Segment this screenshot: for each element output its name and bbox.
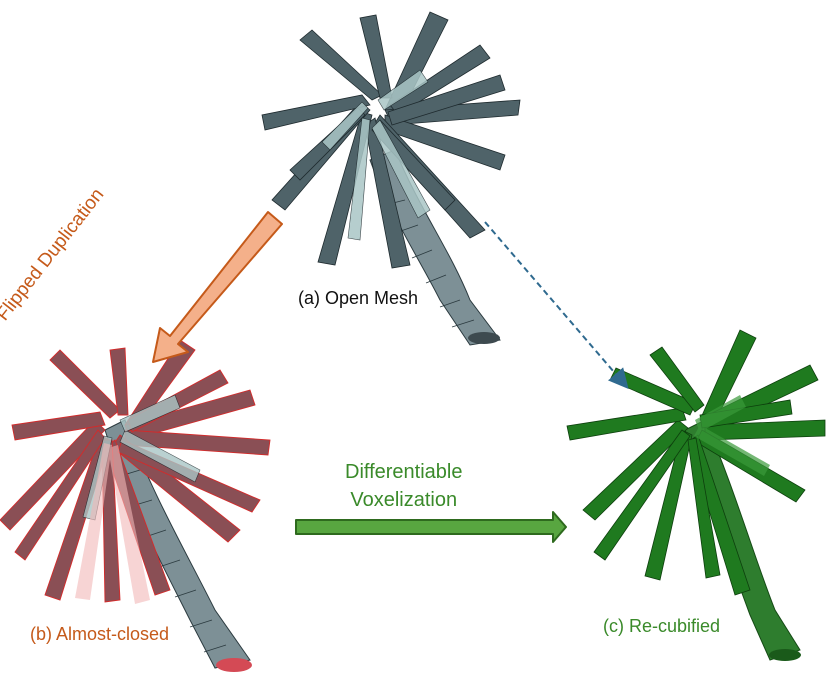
flipped-duplication-arrow [152, 211, 283, 363]
differentiable-label-line2: Voxelization [350, 489, 458, 511]
caption-open-mesh: (a) Open Mesh [298, 288, 419, 308]
dashed-arrow [484, 221, 629, 390]
differentiable-voxelization-label: Differentiable Voxelization [345, 458, 462, 514]
caption-almost-closed: (b) Almost-closed [30, 624, 170, 644]
differentiable-label-line1: Differentiable [345, 461, 463, 483]
caption-re-cubified: (c) Re-cubified [603, 616, 721, 636]
open-mesh-tree [261, 11, 521, 346]
re-cubified-tree [566, 329, 826, 661]
differentiable-voxelization-arrow [295, 511, 567, 543]
almost-closed-tree [0, 339, 271, 672]
